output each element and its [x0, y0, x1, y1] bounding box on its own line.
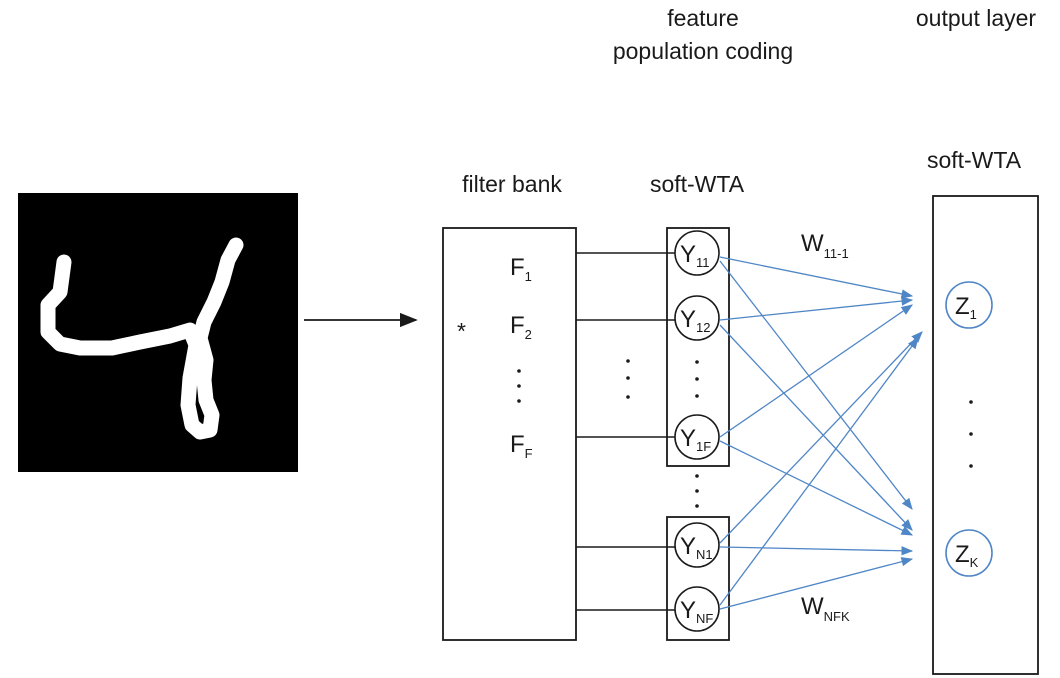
svg-text:YN1: YN1: [680, 533, 713, 562]
feature-node-y11: Y11: [674, 230, 720, 276]
output-ellipsis: [969, 400, 973, 468]
feature-group-top: [666, 227, 730, 467]
feature-group-bottom: [666, 516, 730, 641]
svg-text:Y11: Y11: [680, 241, 710, 270]
output-layer-box: [932, 195, 1039, 675]
feature-softwta-title: soft-WTA: [650, 171, 745, 197]
output-layer-header: output layer: [916, 5, 1037, 31]
filter-label-ff: FF: [510, 431, 533, 461]
svg-text:YNF: YNF: [680, 597, 713, 626]
svg-text:ZK: ZK: [955, 541, 979, 570]
filter-bank-title: filter bank: [462, 171, 562, 197]
digit-4-image: [18, 193, 298, 472]
weight-connections: [719, 256, 923, 610]
filter-ellipsis: [517, 369, 521, 403]
filter-to-feature-lines: [576, 252, 676, 611]
filter-label-f2: F2: [510, 312, 532, 342]
feature-node-y1f: Y1F: [674, 414, 720, 460]
feature-node-ynf: YNF: [674, 586, 720, 632]
svg-text:Y12: Y12: [680, 306, 710, 335]
output-node-z1: Z1: [945, 281, 993, 329]
svg-text:Y1F: Y1F: [680, 425, 711, 454]
feature-node-yn1: YN1: [674, 522, 720, 568]
feature-top-ellipsis: [695, 360, 699, 398]
output-softwta-title: soft-WTA: [927, 147, 1022, 173]
filter-label-f1: F1: [510, 254, 532, 284]
weight-label-wnfk: WNFK: [801, 593, 850, 624]
output-node-zk: ZK: [945, 529, 993, 577]
weight-label-w11-1: W11-1: [801, 230, 849, 261]
convolution-symbol: *: [457, 318, 466, 344]
filter-bank-box: [442, 227, 577, 641]
lines-ellipsis: [626, 359, 630, 399]
feature-node-y12: Y12: [674, 295, 720, 341]
feature-header-line1: feature: [667, 5, 739, 31]
feature-mid-ellipsis: [695, 474, 699, 508]
feature-header-line2: population coding: [613, 38, 793, 64]
svg-text:Z1: Z1: [955, 293, 977, 322]
